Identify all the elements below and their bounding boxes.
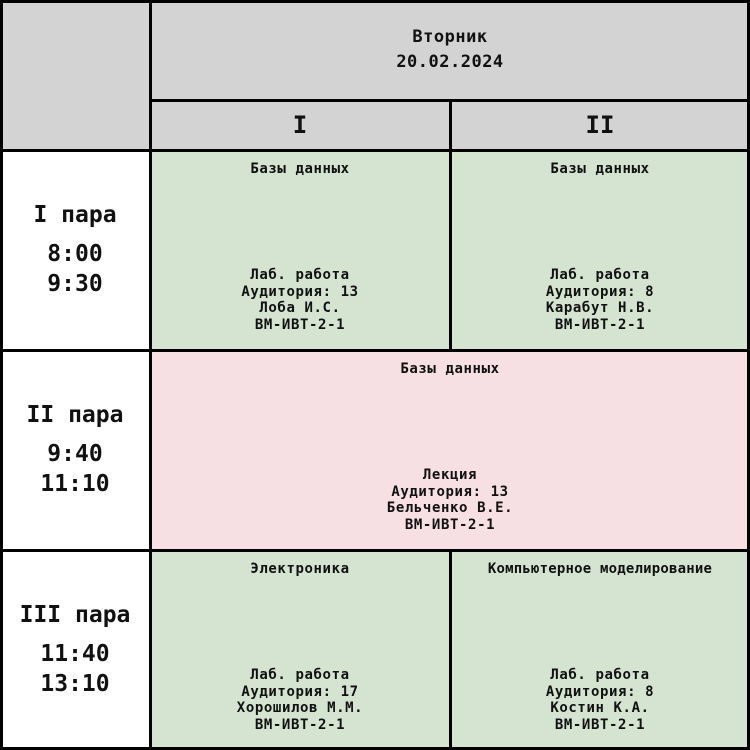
grid-line xyxy=(149,0,152,750)
lesson-type: Лекция xyxy=(422,467,478,483)
lesson-room: Аудитория: 13 xyxy=(391,483,509,500)
lesson-teacher: Костин К.А. xyxy=(550,700,650,716)
lesson-room: Аудитория: 8 xyxy=(545,283,655,300)
lesson-teacher: Хорошилов М.М. xyxy=(236,700,364,716)
subgroup-header-1: I xyxy=(150,100,450,150)
grid-line xyxy=(747,0,750,750)
lesson-group: ВМ-ИВТ-2-1 xyxy=(254,316,346,333)
lesson-teacher: Лоба И.С. xyxy=(259,300,341,316)
grid-line xyxy=(0,0,3,750)
lesson-group: ВМ-ИВТ-2-1 xyxy=(254,716,346,733)
pair-start: 9:40 xyxy=(47,441,103,467)
day-date: 20.02.2024 xyxy=(396,52,504,72)
lesson-details: Лекция Аудитория: 13 Бельченко В.Е. ВМ-И… xyxy=(150,467,750,533)
lesson-cell[interactable]: Базы данных Лаб. работа Аудитория: 13 Ло… xyxy=(150,150,450,350)
lesson-group: ВМ-ИВТ-2-1 xyxy=(404,516,496,533)
pair-label: II пара xyxy=(26,402,124,428)
day-name: Вторник xyxy=(412,27,488,47)
grid-line xyxy=(0,747,750,750)
grid-line xyxy=(0,349,750,352)
pair-start: 8:00 xyxy=(47,241,103,267)
pair-label: I пара xyxy=(33,202,117,228)
subgroup-label: I xyxy=(292,111,308,139)
pair-time-cell: III пара 11:40 13:10 xyxy=(0,550,150,750)
subgroup-header-2: II xyxy=(450,100,750,150)
lesson-group: ВМ-ИВТ-2-1 xyxy=(554,316,646,333)
lesson-teacher: Карабут Н.В. xyxy=(545,300,655,316)
pair-time-cell: I пара 8:00 9:30 xyxy=(0,150,150,350)
lesson-subject: Базы данных xyxy=(400,361,500,377)
pair-end: 11:10 xyxy=(40,471,110,497)
grid-line xyxy=(449,550,452,750)
pair-start: 11:40 xyxy=(40,641,110,667)
lesson-details: Лаб. работа Аудитория: 8 Костин К.А. ВМ-… xyxy=(450,667,750,733)
lesson-type: Лаб. работа xyxy=(250,667,350,683)
lesson-room: Аудитория: 17 xyxy=(241,683,359,700)
lesson-cell[interactable]: Базы данных Лекция Аудитория: 13 Бельчен… xyxy=(150,350,750,550)
lesson-cell[interactable]: Электроника Лаб. работа Аудитория: 17 Хо… xyxy=(150,550,450,750)
grid-line xyxy=(0,149,750,152)
lesson-type: Лаб. работа xyxy=(550,267,650,283)
pair-end: 13:10 xyxy=(40,671,110,697)
lesson-cell[interactable]: Компьютерное моделирование Лаб. работа А… xyxy=(450,550,750,750)
lesson-teacher: Бельченко В.Е. xyxy=(386,500,514,516)
lesson-room: Аудитория: 8 xyxy=(545,683,655,700)
pair-end: 9:30 xyxy=(47,271,103,297)
lesson-subject: Компьютерное моделирование xyxy=(487,561,713,577)
lesson-group: ВМ-ИВТ-2-1 xyxy=(554,716,646,733)
corner-cell xyxy=(0,0,150,150)
lesson-details: Лаб. работа Аудитория: 13 Лоба И.С. ВМ-И… xyxy=(150,267,450,333)
lesson-type: Лаб. работа xyxy=(550,667,650,683)
grid-line xyxy=(0,549,750,552)
lesson-type: Лаб. работа xyxy=(250,267,350,283)
lesson-room: Аудитория: 13 xyxy=(241,283,359,300)
grid-line xyxy=(0,0,750,3)
lesson-subject: Базы данных xyxy=(550,161,650,177)
subgroup-label: II xyxy=(585,111,615,139)
lesson-subject: Электроника xyxy=(250,561,350,577)
pair-label: III пара xyxy=(19,602,131,628)
grid-line xyxy=(449,100,452,350)
pair-time-cell: II пара 9:40 11:10 xyxy=(0,350,150,550)
lesson-subject: Базы данных xyxy=(250,161,350,177)
lesson-cell[interactable]: Базы данных Лаб. работа Аудитория: 8 Кар… xyxy=(450,150,750,350)
day-header: Вторник 20.02.2024 xyxy=(150,0,750,100)
lesson-details: Лаб. работа Аудитория: 17 Хорошилов М.М.… xyxy=(150,667,450,733)
lesson-details: Лаб. работа Аудитория: 8 Карабут Н.В. ВМ… xyxy=(450,267,750,333)
